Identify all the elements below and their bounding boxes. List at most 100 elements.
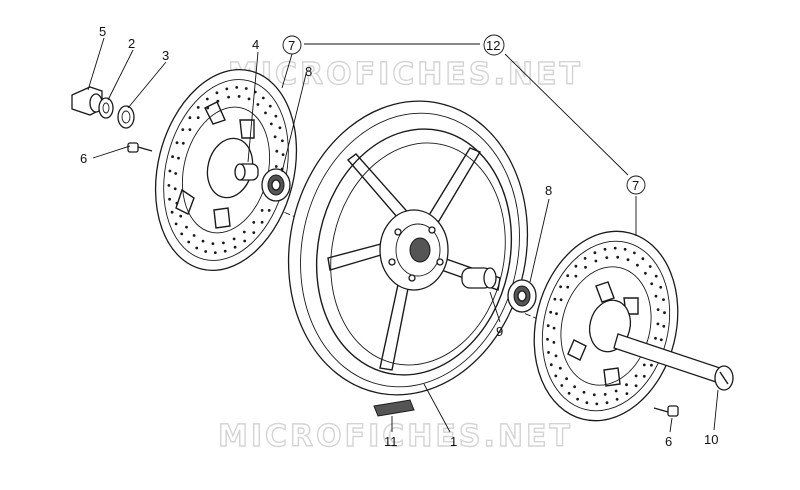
disc-hole [244,87,248,90]
disc-hole [269,122,273,126]
axle-nut-part-5 [71,86,103,116]
disc-hole [247,97,251,101]
callout-12: 12 [486,38,500,53]
disc-hole [559,298,563,302]
disc-hole [174,222,178,226]
disc-hole [281,139,284,143]
disc-hole [175,141,179,145]
disc-hole [642,374,646,378]
spacer-part-4 [234,163,259,181]
bearing-left-part-8 [261,168,291,202]
disc-hole [264,111,267,115]
wheel-rim-part-1 [287,100,529,396]
disc-hole [659,338,663,342]
disc-hole [232,237,236,241]
disc-hole [273,135,277,139]
disc-hole [576,397,579,401]
disc-hole [574,264,578,268]
callout-11: 11 [384,434,398,449]
disc-hole [559,285,562,289]
disc-hole [634,374,638,378]
disc-hole [552,341,556,344]
right-brake-disc [533,230,679,422]
disc-hole [625,383,628,387]
disc-hole [222,241,225,245]
callout-7-right: 7 [632,178,639,193]
disc-hole [205,97,209,101]
disc-hole [546,337,549,341]
callout-5: 5 [99,24,106,39]
disc-hole [261,96,265,100]
callout-10: 10 [704,432,718,447]
disc-hole [215,91,219,95]
disc-hole [260,220,264,224]
disc-hole [567,391,571,395]
disc-hole [583,257,587,260]
disc-hole [225,87,229,91]
disc-hole [170,210,174,214]
callout-2: 2 [128,36,135,51]
disc-hole [614,389,618,393]
disc-hole [553,297,557,301]
disc-hole [179,214,183,218]
disc-hole [181,128,185,132]
disc-hole [656,308,660,311]
disc-hole [167,184,171,187]
callout-1: 1 [450,434,457,449]
callout-6-left: 6 [80,151,87,166]
disc-hole [603,247,607,251]
bearing-right-part-8 [507,279,537,313]
disc-hole [558,366,562,370]
disc-hole [574,274,578,278]
watermark-bottom: MICROFICHES.NET [218,419,573,454]
disc-hole [605,401,609,405]
callout-3: 3 [162,48,169,63]
lock-washer-part-2 [98,97,114,119]
leader-lines [87,37,719,433]
disc-hole [650,282,654,286]
disc-hole [256,103,260,106]
disc-hole [593,251,597,255]
disc-hole [625,392,629,395]
disc-hole [633,251,636,255]
disc-hole [252,221,256,224]
watermark-top: MICROFICHES.NET [228,57,583,92]
disc-hole [267,209,271,212]
callout-6-right: 6 [665,434,672,449]
disc-hole [654,294,658,298]
disc-hole [603,393,607,396]
disc-hole [560,384,564,387]
disc-hole [188,128,192,132]
disc-hole [242,230,246,234]
callout-9: 9 [496,324,503,339]
disc-hole [213,251,217,255]
disc-hole [605,256,609,259]
disc-hole [252,231,256,235]
disc-hole [650,363,653,367]
disc-hole [278,126,282,130]
disc-hole [185,225,188,229]
disc-hole [616,255,620,259]
disc-hole [211,242,215,246]
disc-hole [188,116,192,120]
disc-hole [173,187,177,191]
right-disc-holes [546,246,666,406]
disc-hole [555,312,558,316]
disc-hole [566,274,570,278]
left-brake-disc [154,69,298,271]
disc-hole [644,271,647,275]
disc-hole [654,336,657,340]
disc-hole [613,246,617,250]
disc-hole [554,354,558,358]
disc-hole [615,397,619,401]
callout-7-left-circle [282,35,302,55]
disc-hole [549,310,553,314]
disc-hole [648,265,652,268]
disc-hole [662,298,665,301]
disc-hole [585,401,589,405]
disc-screw-left-part-6 [127,142,153,153]
disc-hole [554,374,558,378]
axle-part-10 [613,333,734,391]
balance-weight-part-11 [373,399,415,417]
disc-hole [223,249,227,253]
